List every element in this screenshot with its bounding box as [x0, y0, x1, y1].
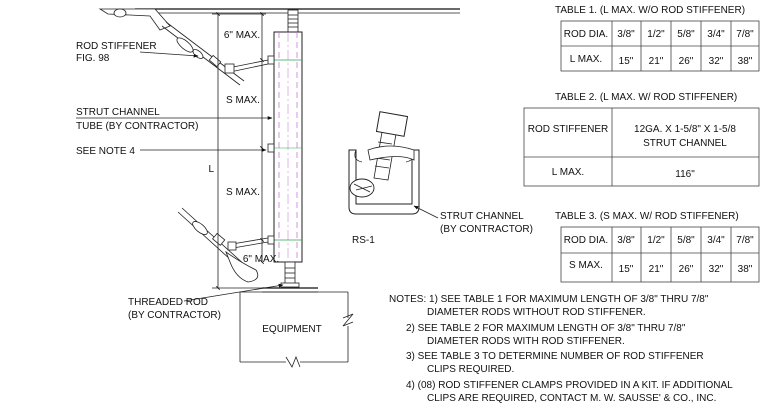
table1-grid — [560, 20, 760, 72]
table1-cell: 7/8" — [736, 29, 754, 40]
table2-row1-value-1: 12GA. X 1-5/8" X 1-5/8 — [634, 124, 736, 135]
equipment-box — [239, 291, 354, 368]
rs1-detail — [348, 111, 420, 215]
table2-row1-value-2: STRUT CHANNEL — [643, 138, 727, 149]
table3-cell: 38" — [738, 264, 753, 275]
rod-stiffener-upper — [98, 8, 269, 86]
dim-bottom-label: 6" MAX. — [243, 254, 279, 265]
table1-cell: 3/8" — [617, 29, 635, 40]
equipment-label: EQUIPMENT — [262, 324, 321, 335]
clamp-bolt-top — [267, 55, 275, 65]
clamp-bolt-bottom — [267, 235, 275, 245]
callout-rod-stiffener — [139, 51, 199, 58]
note-line: 3) SEE TABLE 3 TO DETERMINE NUMBER OF RO… — [406, 351, 704, 362]
table1-cell: 5/8" — [677, 29, 695, 40]
table3-cell: 15" — [619, 264, 634, 275]
table3-cell: ROD DIA. — [564, 235, 608, 246]
table1-cell: ROD DIA. — [564, 29, 608, 40]
table3-cell: 7/8" — [736, 235, 754, 246]
note-line: 4) (08) ROD STIFFENER CLAMPS PROVIDED IN… — [406, 380, 733, 391]
note-line: CLIPS ARE REQUIRED, CONTACT M. W. SAUSSE… — [427, 393, 716, 404]
notes-block: NOTES: 1) SEE TABLE 1 FOR MAXIMUM LENGTH… — [389, 294, 733, 404]
table1-cell: 1/2" — [647, 29, 665, 40]
table2-title: TABLE 2. (L MAX. W/ ROD STIFFENER) — [555, 92, 737, 103]
table3-cell: 21" — [649, 264, 664, 275]
table1-cell: 38" — [738, 56, 753, 67]
table3-cells: ROD DIA. 3/8" 1/2" 5/8" 3/4" 7/8" S MAX.… — [564, 235, 754, 275]
table3-title: TABLE 3. (S MAX. W/ ROD STIFFENER) — [555, 211, 739, 222]
dimension-lines — [212, 12, 266, 290]
table2-row1-label: ROD STIFFENER — [528, 124, 609, 135]
note-line: 2) SEE TABLE 2 FOR MAXIMUM LENGTH OF 3/8… — [406, 323, 686, 334]
table1-cell: 26" — [679, 56, 694, 67]
table3-cell: 3/8" — [617, 235, 635, 246]
note-line: DIAMETER RODS WITH ROD STIFFENER. — [427, 336, 625, 347]
table1-cell: 15" — [619, 56, 634, 67]
table3-cell: 5/8" — [677, 235, 695, 246]
bottom-threaded-rod — [280, 261, 300, 288]
dim-l-label: L — [208, 164, 214, 175]
table2-row2-label: L MAX. — [552, 167, 584, 178]
clamp-bolt-middle — [267, 143, 275, 153]
dim-s2-label: S MAX. — [226, 187, 260, 198]
fig-label: FIG. 98 — [76, 53, 110, 64]
strut-channel-tube — [273, 31, 303, 263]
equipment-plate — [262, 287, 318, 293]
top-threaded-rod — [287, 9, 299, 33]
note-line: DIAMETER RODS WITHOUT ROD STIFFENER. — [427, 307, 646, 318]
table1-cell: 3/4" — [707, 29, 725, 40]
dim-s1-label: S MAX. — [226, 95, 260, 106]
rod-stiffener-lower — [177, 207, 269, 283]
rod-stiffener-label: ROD STIFFENER — [76, 41, 157, 52]
strut-tube-label-2: TUBE (BY CONTRACTOR) — [76, 121, 198, 132]
see-note-label: SEE NOTE 4 — [76, 146, 135, 157]
table1-cells: ROD DIA. 3/8" 1/2" 5/8" 3/4" 7/8" L MAX.… — [564, 29, 754, 67]
note-line: NOTES: 1) SEE TABLE 1 FOR MAXIMUM LENGTH… — [389, 294, 709, 305]
threaded-rod-label-1: THREADED ROD — [128, 297, 208, 308]
table1-title: TABLE 1. (L MAX. W/O ROD STIFFENER) — [555, 5, 745, 16]
table3-cell: 26" — [679, 264, 694, 275]
callout-strut-channel — [413, 205, 439, 219]
table3-grid — [560, 226, 760, 283]
table1-cell: 32" — [709, 56, 724, 67]
threaded-rod-label-2: (BY CONTRACTOR) — [128, 310, 221, 321]
table2-grid — [523, 107, 760, 187]
table3-cell: 32" — [709, 264, 724, 275]
table1-cell: L MAX. — [570, 54, 602, 65]
table2-row2-value: 116" — [675, 169, 695, 180]
table1-cell: 21" — [649, 56, 664, 67]
strut-channel-label-2: (BY CONTRACTOR) — [440, 224, 533, 235]
strut-tube-label-1: STRUT CHANNEL — [76, 107, 160, 118]
note-line: CLIPS REQUIRED. — [427, 364, 514, 375]
rs1-label: RS-1 — [352, 235, 375, 246]
strut-channel-label-1: STRUT CHANNEL — [440, 211, 524, 222]
table3-cell: 1/2" — [647, 235, 665, 246]
table3-cell: 3/4" — [707, 235, 725, 246]
table3-cell: S MAX. — [569, 260, 603, 271]
dim-top-label: 6" MAX. — [224, 30, 260, 41]
callout-threaded-rod — [183, 283, 284, 302]
